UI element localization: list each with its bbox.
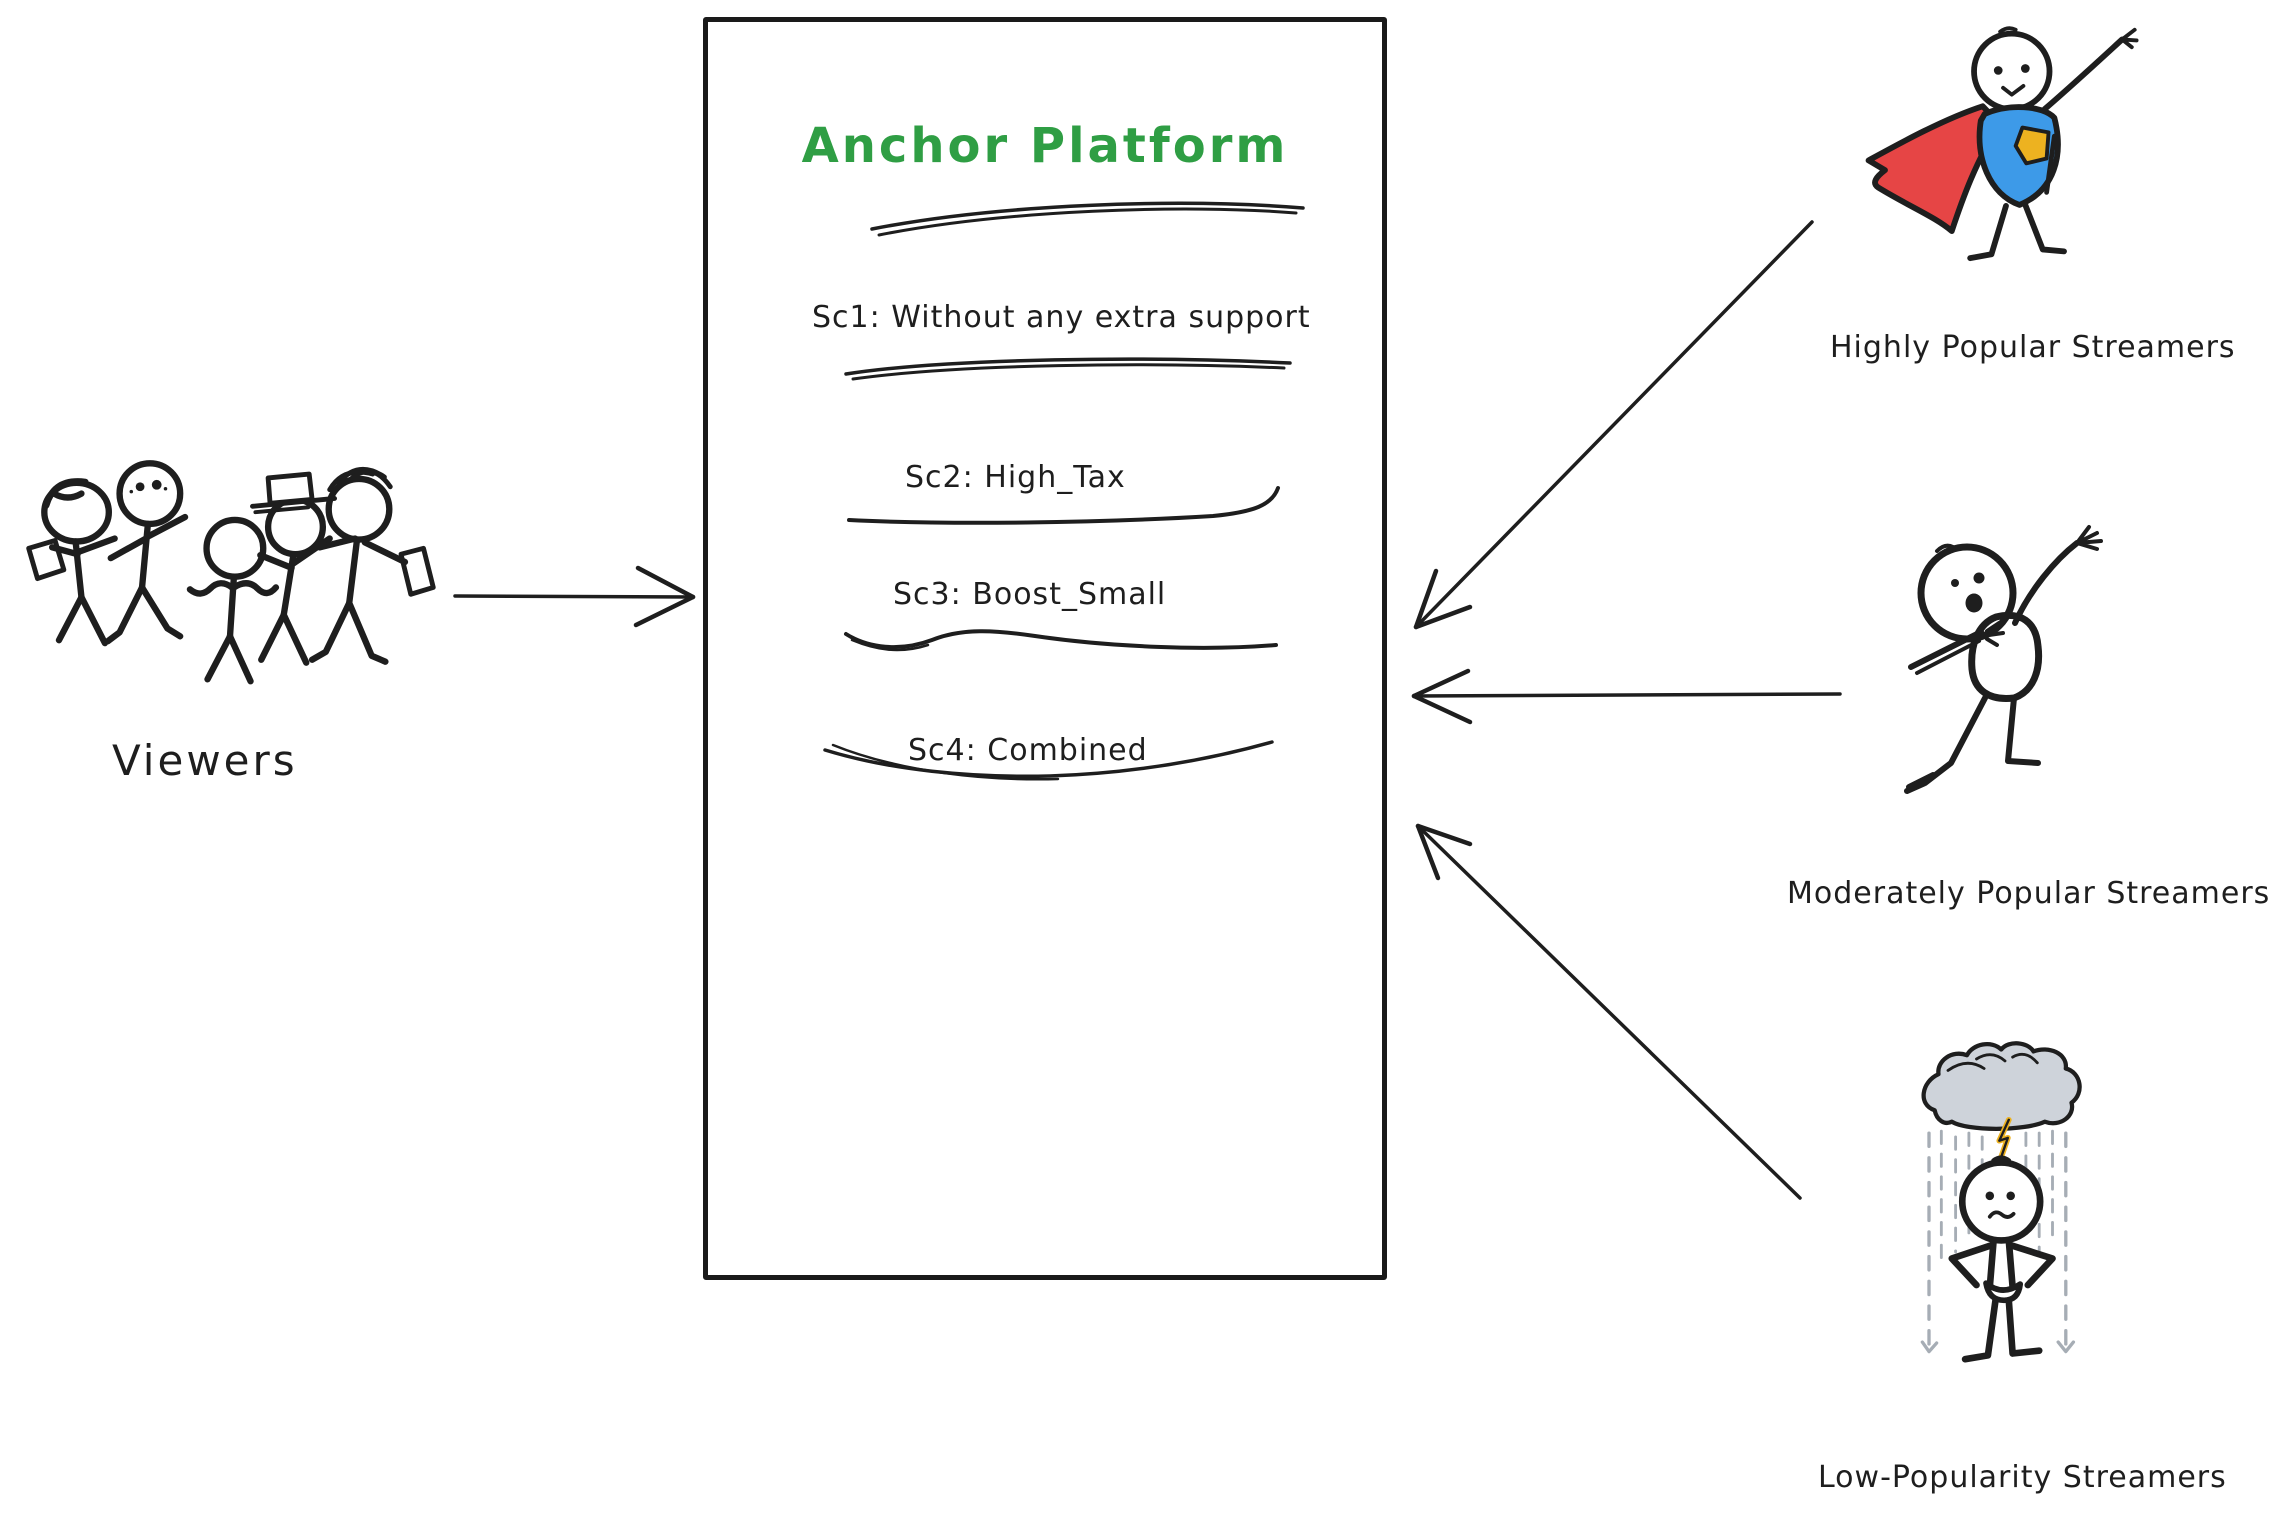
scenario-sc2-underline — [847, 486, 1280, 525]
moderately-popular-to-platform-arrow — [1411, 668, 1842, 725]
rain-cloud — [1921, 1041, 2082, 1131]
scenario-sc1-underline — [844, 357, 1292, 381]
low-popularity-streamers-label: Low-Popularity Streamers — [1818, 1460, 2227, 1495]
low-popularity-streamer-figure — [1920, 1041, 2082, 1363]
rain-arrows — [1920, 1131, 2076, 1354]
anchor-platform-box — [703, 17, 1387, 1280]
scenario-sc1-label: Sc1: Without any extra support — [812, 300, 1311, 335]
viewer-stick-figure-4 — [250, 471, 338, 666]
low-popularity-to-platform-arrow — [1415, 823, 1802, 1200]
scenario-sc4-label: Sc4: Combined — [908, 733, 1148, 768]
viewer-stick-figure-1 — [26, 478, 118, 647]
highly-popular-to-platform-arrow — [1413, 220, 1814, 630]
viewer-stick-figure-5 — [308, 467, 436, 665]
shield-emblem — [2013, 125, 2051, 166]
platform-title: Anchor Platform — [801, 118, 1289, 174]
moderately-popular-streamers-label: Moderately Popular Streamers — [1787, 876, 2271, 911]
viewers-label: Viewers — [112, 736, 298, 785]
highly-popular-streamers-label: Highly Popular Streamers — [1830, 330, 2236, 365]
scenario-sc4-underline — [823, 740, 1274, 781]
scenario-sc2-label: Sc2: High_Tax — [905, 460, 1126, 495]
viewers-figure-group — [26, 460, 436, 685]
viewers-to-platform-arrow — [453, 565, 696, 628]
viewer-stick-figure-3 — [186, 516, 280, 685]
scenario-sc3-label: Sc3: Boost_Small — [893, 577, 1167, 612]
cape-shape — [1865, 103, 2004, 234]
highly-popular-streamer-figure — [1865, 26, 2139, 262]
moderately-popular-streamer-figure — [1904, 525, 2103, 794]
scenario-sc3-underline — [844, 629, 1278, 652]
title-underline — [870, 201, 1305, 237]
viewer-stick-figure-2 — [104, 460, 189, 645]
